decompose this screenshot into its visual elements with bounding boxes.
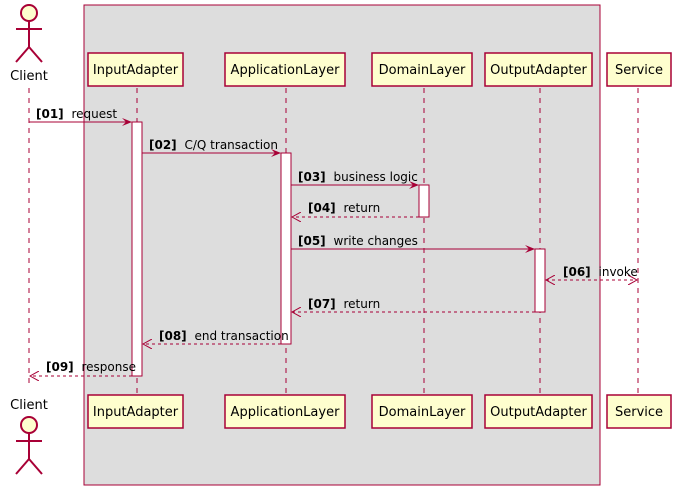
message-09: [09] response — [30, 360, 136, 376]
message-number: [06] — [563, 265, 591, 279]
participant-label-input: InputAdapter — [93, 63, 179, 78]
message-03: [03] business logic — [291, 170, 419, 189]
svg-text:[04] return: [04] return — [308, 201, 380, 215]
svg-text:[08] end transaction: [08] end transaction — [159, 329, 289, 343]
message-number: [01] — [36, 107, 64, 121]
message-text: C/Q transaction — [185, 138, 278, 152]
message-text: business logic — [334, 170, 418, 184]
actor-client-top: Client — [10, 4, 48, 84]
participant-label-output: OutputAdapter — [490, 63, 587, 78]
participant-box-app-bottom — [224, 394, 346, 429]
actor-label-top: Client — [10, 69, 48, 84]
participant-box-input — [87, 52, 184, 87]
message-04: [04] return — [292, 201, 419, 217]
stick-figure-icon — [15, 416, 43, 475]
stick-figure-icon — [15, 4, 43, 63]
message-number: [02] — [149, 138, 177, 152]
participant-box-input-bottom — [87, 394, 184, 429]
participant-label-output-bottom: OutputAdapter — [490, 405, 587, 420]
svg-text:[02] C/Q transaction: [02] C/Q transaction — [149, 138, 278, 152]
message-number: [04] — [308, 201, 336, 215]
participant-label-service-bottom: Service — [615, 405, 663, 420]
participants-bottom: InputAdapter ApplicationLayer DomainLaye… — [87, 394, 672, 429]
message-text: write changes — [334, 234, 418, 248]
participant-label-domain: DomainLayer — [379, 63, 466, 78]
activation-output — [534, 248, 546, 313]
message-02: [02] C/Q transaction — [142, 138, 281, 157]
messages: [01] request [02] C/Q transaction [03] b… — [29, 107, 638, 376]
svg-text:[09] response: [09] response — [46, 360, 136, 374]
participant-box-output — [484, 52, 593, 87]
message-number: [07] — [308, 297, 336, 311]
activation-domain — [418, 184, 430, 218]
activation-input — [131, 121, 143, 377]
actor-client-bottom: Client — [10, 398, 48, 475]
message-number: [03] — [298, 170, 326, 184]
message-01: [01] request — [29, 107, 132, 126]
activation-app — [280, 152, 292, 345]
message-05: [05] write changes — [291, 234, 535, 253]
participant-box-output-bottom — [484, 394, 593, 429]
participant-label-input-bottom: InputAdapter — [93, 405, 179, 420]
message-07: [07] return — [292, 297, 535, 312]
participant-box-service-bottom — [606, 394, 672, 429]
message-text: invoke — [599, 265, 638, 279]
message-number: [08] — [159, 329, 187, 343]
participant-box-service — [606, 52, 672, 87]
message-text: return — [344, 297, 381, 311]
svg-text:[06] invoke: [06] invoke — [563, 265, 638, 279]
message-number: [09] — [46, 360, 74, 374]
svg-text:[01] request: [01] request — [36, 107, 117, 121]
svg-text:[03] business logic: [03] business logic — [298, 170, 418, 184]
participant-box-domain — [371, 52, 473, 87]
message-08: [08] end transaction — [143, 329, 289, 344]
participant-label-app-bottom: ApplicationLayer — [231, 405, 341, 420]
svg-text:[05] write changes: [05] write changes — [298, 234, 418, 248]
message-number: [05] — [298, 234, 326, 248]
message-06: [06] invoke — [546, 265, 638, 280]
participant-box-app — [224, 52, 346, 87]
message-text: request — [72, 107, 118, 121]
message-text: return — [344, 201, 381, 215]
participant-label-domain-bottom: DomainLayer — [379, 405, 466, 420]
message-text: end transaction — [195, 329, 289, 343]
participants-top: InputAdapter ApplicationLayer DomainLaye… — [87, 52, 672, 87]
actor-label-bottom: Client — [10, 398, 48, 413]
participant-label-app: ApplicationLayer — [231, 63, 341, 78]
participant-label-service: Service — [615, 63, 663, 78]
message-text: response — [82, 360, 137, 374]
svg-text:[07] return: [07] return — [308, 297, 380, 311]
participant-box-domain-bottom — [371, 394, 473, 429]
